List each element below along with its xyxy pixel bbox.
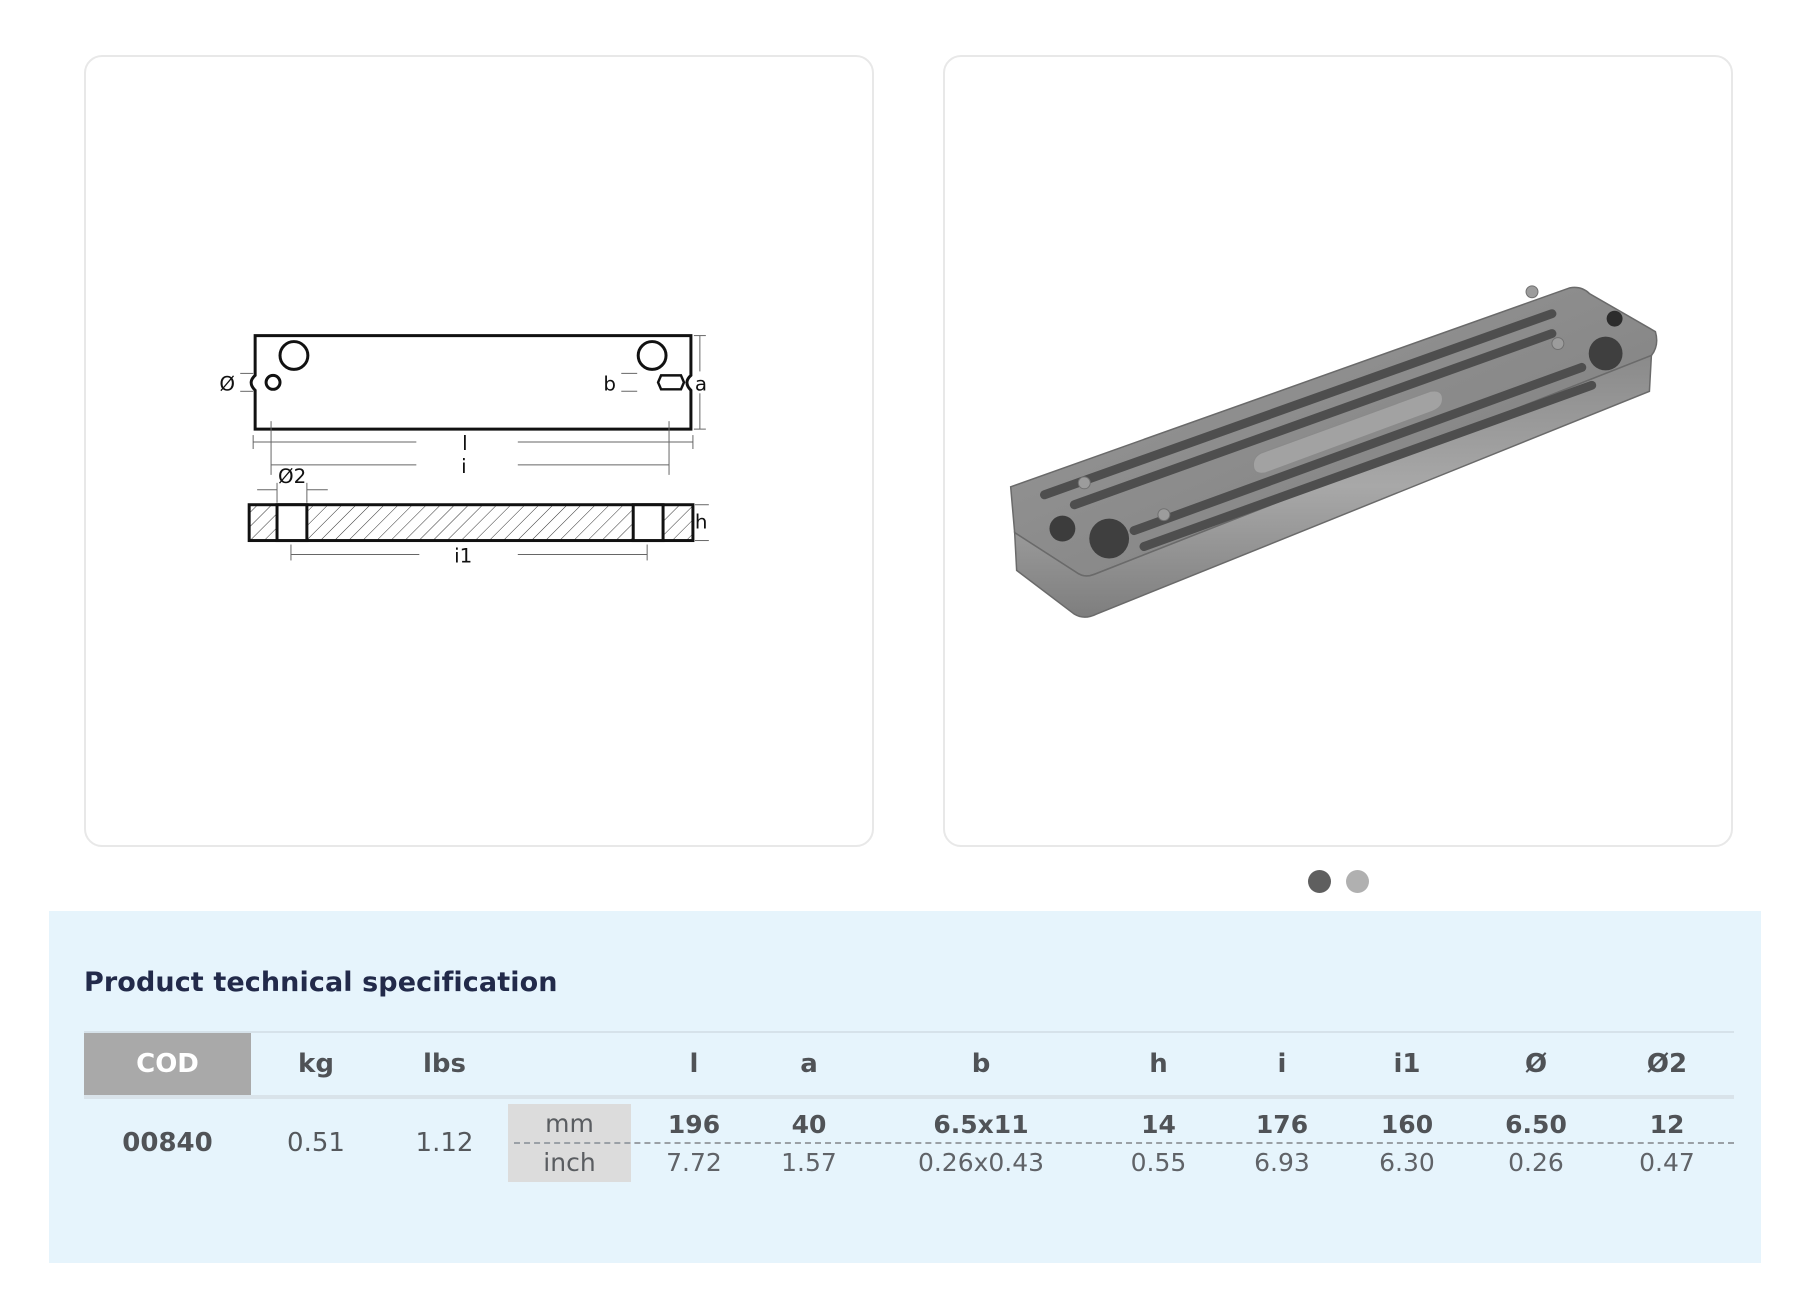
spec-table: COD kg lbs l a b h i i1 Ø Ø2 00840 0.51 … xyxy=(84,1031,1734,1184)
technical-drawing: Ø b a l i Ø2 xyxy=(219,334,709,567)
value-a-inch: 1.57 xyxy=(781,1147,837,1177)
carousel-pagination xyxy=(1308,870,1369,893)
section-title: Product technical specification xyxy=(84,967,558,998)
unit-divider xyxy=(514,1142,1734,1144)
cell-diameter: 6.50 0.26 xyxy=(1466,1102,1606,1184)
unit-inch: inch xyxy=(543,1148,596,1177)
technical-specification-section: Product technical specification COD kg l… xyxy=(49,911,1761,1263)
label-diameter: Ø xyxy=(219,372,235,395)
cell-h: 14 0.55 xyxy=(1101,1102,1216,1184)
value-h-inch: 0.55 xyxy=(1130,1147,1187,1177)
value-l-inch: 7.72 xyxy=(666,1147,722,1177)
product-photo xyxy=(1009,285,1658,618)
col-header-diameter: Ø xyxy=(1524,1049,1548,1079)
label-l: l xyxy=(462,432,468,455)
col-header-lbs: lbs xyxy=(423,1049,466,1079)
label-a: a xyxy=(695,372,707,395)
label-diameter2: Ø2 xyxy=(278,465,306,488)
cell-l: 196 7.72 xyxy=(631,1102,757,1184)
value-i1-mm: 160 xyxy=(1380,1109,1434,1139)
label-h: h xyxy=(695,511,708,534)
value-b-mm: 6.5x11 xyxy=(933,1109,1029,1139)
carousel-dot-1[interactable] xyxy=(1308,870,1331,893)
cell-i: 176 6.93 xyxy=(1216,1102,1348,1184)
carousel-dot-2[interactable] xyxy=(1346,870,1369,893)
col-header-a: a xyxy=(800,1049,818,1079)
value-i1-inch: 6.30 xyxy=(1379,1147,1435,1177)
technical-drawing-card[interactable]: Ø b a l i Ø2 xyxy=(84,55,874,847)
table-row: 00840 0.51 1.12 mm inch 196 7.72 40 1.57… xyxy=(84,1102,1734,1184)
value-b-inch: 0.26x0.43 xyxy=(917,1147,1045,1177)
col-header-cod: COD xyxy=(84,1033,251,1095)
product-photo-card[interactable] xyxy=(943,55,1733,847)
cell-b: 6.5x11 0.26x0.43 xyxy=(861,1102,1101,1184)
value-i-inch: 6.93 xyxy=(1254,1147,1310,1177)
col-header-unit xyxy=(508,1033,631,1095)
cell-cod: 00840 xyxy=(122,1128,213,1158)
value-diameter2-mm: 12 xyxy=(1649,1109,1685,1139)
value-i-mm: 176 xyxy=(1255,1109,1309,1139)
value-a-mm: 40 xyxy=(791,1109,827,1139)
value-diameter-inch: 0.26 xyxy=(1508,1147,1564,1177)
col-header-l: l xyxy=(689,1049,699,1079)
col-header-h: h xyxy=(1149,1049,1168,1079)
label-b: b xyxy=(603,372,616,395)
col-header-i1: i1 xyxy=(1393,1049,1421,1079)
table-header-row: COD kg lbs l a b h i i1 Ø Ø2 xyxy=(84,1033,1734,1099)
col-header-b: b xyxy=(971,1049,991,1079)
value-diameter-mm: 6.50 xyxy=(1505,1109,1567,1139)
cell-lbs: 1.12 xyxy=(415,1128,474,1158)
cell-a: 40 1.57 xyxy=(757,1102,861,1184)
table-top-divider xyxy=(84,1031,1734,1033)
col-header-i: i xyxy=(1277,1049,1287,1079)
label-i1: i1 xyxy=(454,544,472,567)
value-diameter2-inch: 0.47 xyxy=(1639,1147,1695,1177)
label-i: i xyxy=(461,455,467,478)
cell-i1: 160 6.30 xyxy=(1348,1102,1466,1184)
value-h-mm: 14 xyxy=(1141,1109,1176,1139)
cell-diameter2: 12 0.47 xyxy=(1606,1102,1728,1184)
col-header-diameter2: Ø2 xyxy=(1646,1049,1688,1079)
value-l-mm: 196 xyxy=(667,1109,721,1139)
col-header-kg: kg xyxy=(298,1049,334,1079)
cell-kg: 0.51 xyxy=(287,1128,345,1158)
unit-mm: mm xyxy=(545,1109,594,1138)
